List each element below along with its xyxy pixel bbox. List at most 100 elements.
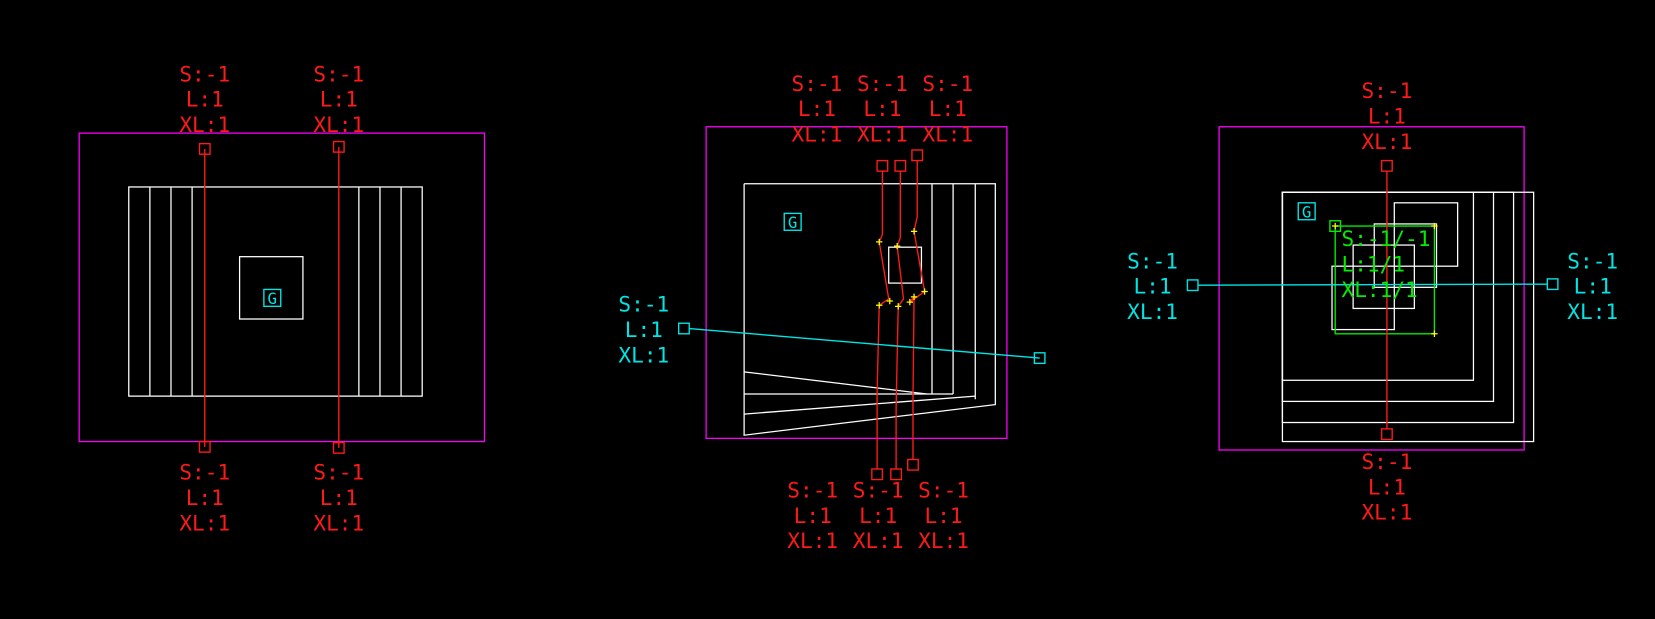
- pin-square[interactable]: [332, 140, 345, 153]
- shape-stripes: [149, 186, 402, 397]
- pin-square[interactable]: [911, 149, 924, 162]
- pin-label-s: S:-1: [792, 71, 843, 96]
- pin-label-s: S:-1: [1567, 248, 1618, 273]
- shape-outer[interactable]: [128, 186, 423, 397]
- pin-label-s: S:-1: [313, 460, 364, 485]
- pin-square[interactable]: [871, 468, 884, 481]
- pin-square[interactable]: [198, 440, 211, 453]
- pin-label-xl: XL:1: [853, 528, 904, 553]
- pin-label-xl: XL:1: [792, 122, 843, 147]
- pin-label-s: S:-1: [922, 71, 973, 96]
- net-wire-cyan[interactable]: [689, 327, 1040, 359]
- vertex-cross: [906, 298, 913, 306]
- cell-middle: [689, 126, 1040, 470]
- vertex-cross: [910, 293, 918, 300]
- vertex-cross: [921, 288, 928, 295]
- pin-label-xl: XL:1: [787, 528, 838, 553]
- cell-boundary[interactable]: [78, 132, 486, 443]
- pin-square[interactable]: [1380, 159, 1393, 172]
- pin-label-l: L:1: [798, 96, 836, 121]
- cell-right: [1197, 126, 1548, 451]
- pin-square[interactable]: [1546, 278, 1559, 291]
- pin-label-xl: XL:1: [1127, 299, 1178, 324]
- vertex-markers: [1332, 222, 1438, 337]
- pin-label-xl: XL:1: [618, 342, 669, 367]
- net-wire[interactable]: [895, 171, 905, 470]
- ground-marker-box[interactable]: [263, 288, 282, 308]
- shape-nested[interactable]: [1281, 191, 1475, 381]
- vertex-cross: [876, 238, 883, 246]
- vertex-cross: [893, 242, 901, 250]
- vertex-cross: [910, 228, 918, 235]
- pin-label-xl: XL:1: [918, 528, 969, 553]
- pin-label-s: S:-1: [787, 478, 838, 503]
- pin-label-xl: XL:1: [313, 112, 364, 137]
- cell-boundary[interactable]: [1218, 126, 1525, 451]
- pin-label-xl: XL:1: [179, 510, 230, 535]
- shape-outer[interactable]: [743, 183, 996, 436]
- pin-square[interactable]: [894, 159, 907, 172]
- pin-labels: S:-1L:1XL:1S:-1L:1XL:1S:-1L:1XL:1S:-1L:1…: [179, 61, 1618, 553]
- pin-label-s: S:-1: [179, 460, 230, 485]
- pin-label-l: L:1: [859, 503, 897, 528]
- pin-label-s: S:-1: [1361, 449, 1412, 474]
- pin-label-xl: XL:1: [857, 122, 908, 147]
- pin-label-xl: XL:1: [313, 510, 364, 535]
- pin-square[interactable]: [332, 441, 345, 454]
- pin-label-s: S:-1: [313, 61, 364, 86]
- net-box-green[interactable]: [1334, 225, 1436, 335]
- pin-square[interactable]: [1033, 352, 1046, 365]
- vertex-cross: [886, 297, 893, 305]
- ground-marker-icon: G: [268, 289, 278, 308]
- vertex-markers: [876, 228, 928, 310]
- shape-small-square[interactable]: [1373, 223, 1438, 288]
- pin-label-xl: XL:1: [179, 112, 230, 137]
- pin-label-l: L:1: [794, 503, 832, 528]
- shape-slant-lines: [744, 371, 976, 415]
- pin-label-xl: XL:1/1: [1342, 277, 1418, 302]
- pin-label-l: L:1: [625, 317, 663, 342]
- pin-label-l: L:1: [1368, 104, 1406, 129]
- pin-squares: [198, 140, 1559, 481]
- shape-inner-square[interactable]: [888, 246, 923, 284]
- pin-label-s: S:-1: [1127, 248, 1178, 273]
- pin-label-s: S:-1: [1361, 78, 1412, 103]
- pin-square[interactable]: [677, 322, 690, 335]
- shape-small-square[interactable]: [1331, 265, 1395, 331]
- pin-label-xl: XL:1: [922, 122, 973, 147]
- ground-marker-icon: G: [1302, 203, 1312, 222]
- pin-label-l: L:1: [186, 87, 224, 112]
- pin-label-xl: XL:1: [1567, 299, 1618, 324]
- shape-small-square[interactable]: [1352, 244, 1415, 310]
- cell-boundary[interactable]: [705, 126, 1008, 440]
- pin-label-xl: XL:1: [1361, 129, 1412, 154]
- pin-square[interactable]: [907, 458, 919, 471]
- vertex-cross: [876, 302, 883, 309]
- pin-label-l: L:1/1: [1342, 251, 1406, 276]
- pin-label-xl: XL:1: [1361, 500, 1412, 525]
- pin-label-l: L:1: [1368, 474, 1406, 499]
- pin-label-s: S:-1: [179, 61, 230, 86]
- pin-label-l: L:1: [863, 96, 901, 121]
- net-wire[interactable]: [876, 171, 890, 470]
- pin-label-s: S:-1: [918, 478, 969, 503]
- ground-marker-box[interactable]: [1297, 202, 1316, 221]
- net-wire-cyan[interactable]: [1197, 283, 1548, 286]
- pin-square[interactable]: [1380, 428, 1393, 441]
- pin-square[interactable]: [890, 468, 903, 481]
- shape-small-square[interactable]: [1393, 202, 1459, 267]
- ground-marker-icon: G: [788, 213, 798, 232]
- ground-marker-box[interactable]: [783, 212, 802, 231]
- pin-label-s: S:-1/-1: [1342, 226, 1431, 251]
- cell-left: [78, 132, 486, 448]
- shape-inner-square[interactable]: [238, 256, 304, 320]
- pin-label-s: S:-1: [618, 292, 669, 317]
- pin-square-green[interactable]: [1329, 220, 1342, 233]
- pin-label-l: L:1: [320, 485, 358, 510]
- pin-square[interactable]: [198, 142, 211, 155]
- pin-square[interactable]: [876, 159, 889, 172]
- vertex-cross: [895, 303, 902, 310]
- pin-label-l: L:1: [186, 485, 224, 510]
- pin-square[interactable]: [1186, 279, 1199, 292]
